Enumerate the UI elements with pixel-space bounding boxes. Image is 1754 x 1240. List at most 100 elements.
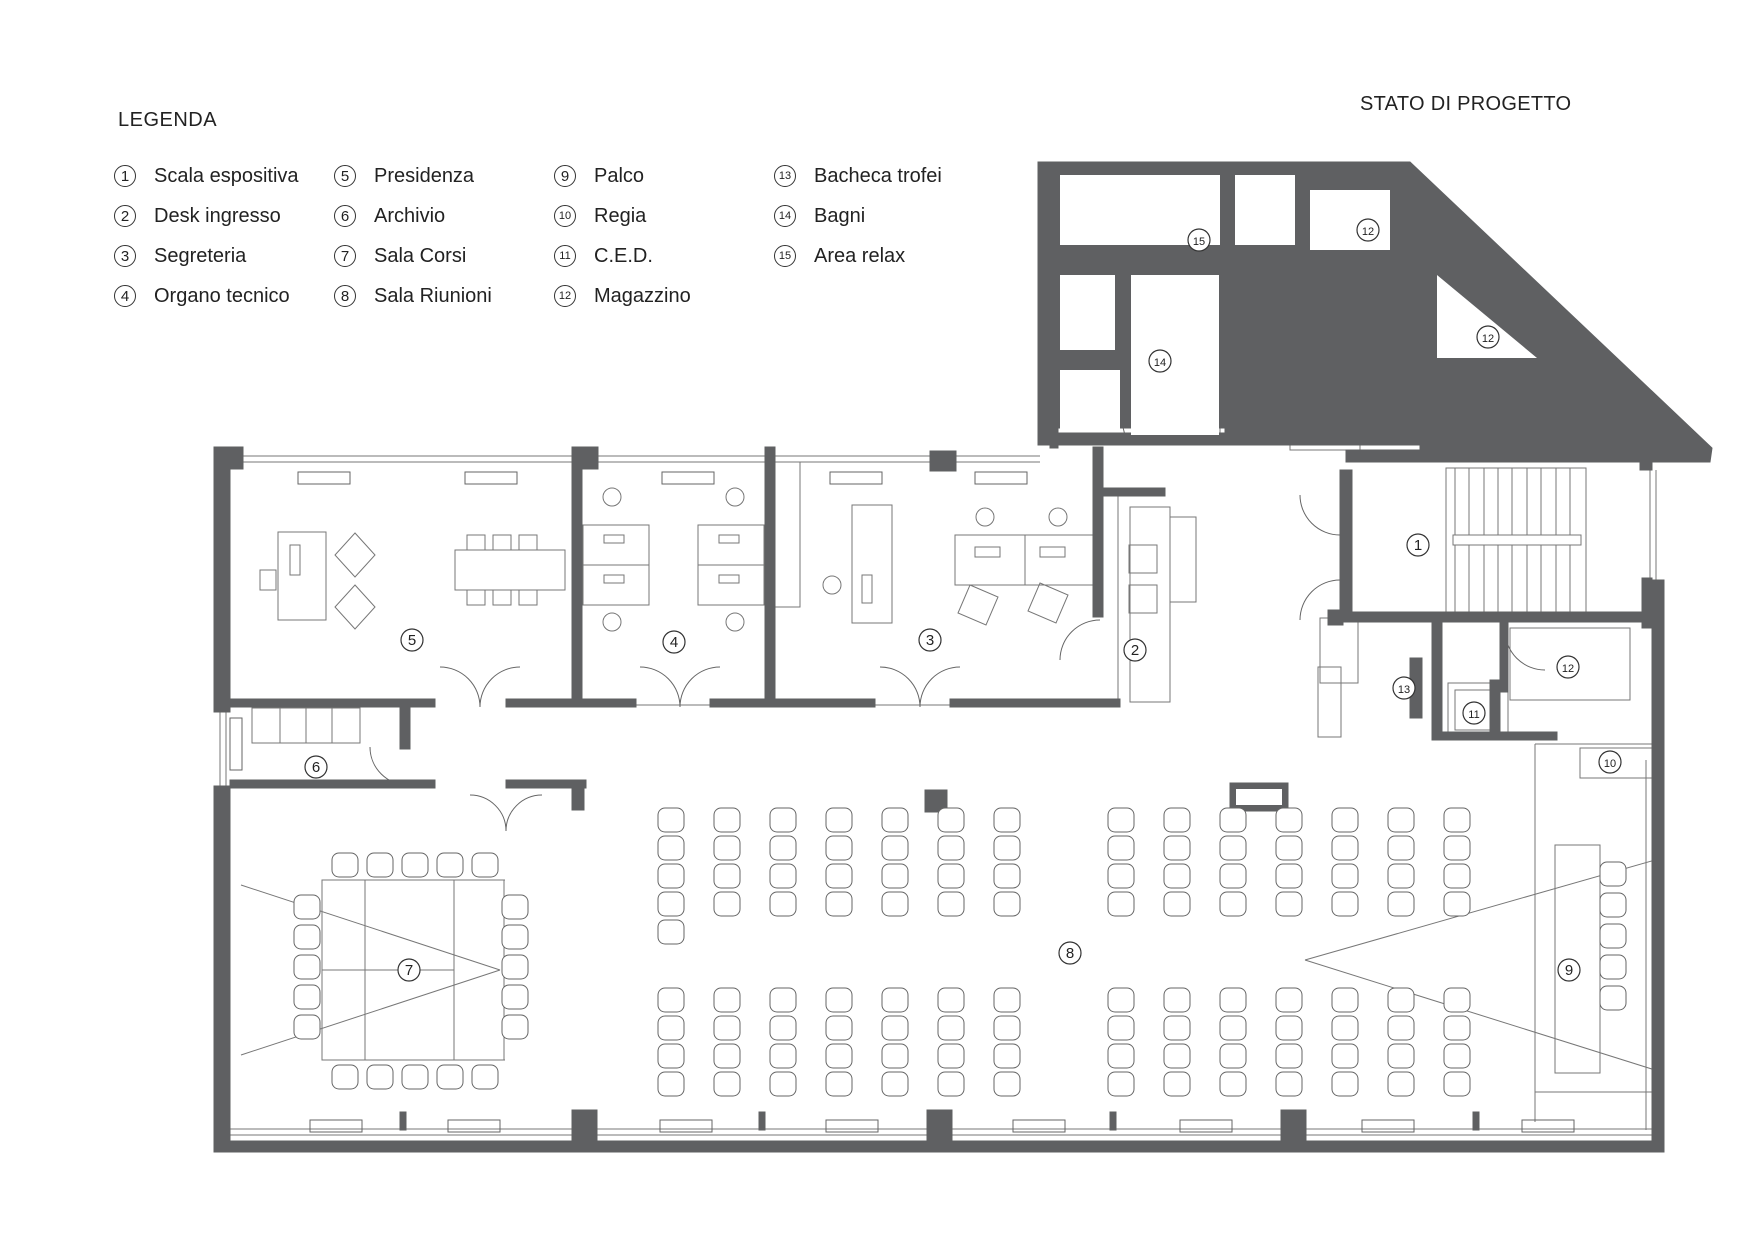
audience-seat — [1387, 835, 1415, 861]
audience-seat — [1443, 1071, 1471, 1097]
audience-seat — [1163, 807, 1191, 833]
audience-seat — [1331, 807, 1359, 833]
audience-seat — [937, 1015, 965, 1041]
audience-seat — [1219, 807, 1247, 833]
room-marker: 2 — [1123, 638, 1147, 662]
classroom-chair — [331, 852, 359, 878]
audience-seat — [1275, 835, 1303, 861]
audience-seat — [1219, 987, 1247, 1013]
legend-title: LEGENDA — [118, 109, 218, 131]
room-marker: 13 — [1392, 676, 1416, 700]
room-number: 7 — [405, 962, 413, 979]
audience-seat — [1275, 891, 1303, 917]
audience-seat — [657, 863, 685, 889]
audience-seat — [993, 863, 1021, 889]
room-marker: 1 — [1406, 533, 1430, 557]
classroom-chair — [331, 1064, 359, 1090]
audience-seat — [1331, 891, 1359, 917]
audience-seat — [1331, 1015, 1359, 1041]
audience-seat — [993, 807, 1021, 833]
audience-seat — [881, 835, 909, 861]
audience-seat — [1107, 835, 1135, 861]
audience-seat — [1443, 807, 1471, 833]
stage-step — [1599, 985, 1627, 1011]
room-marker: 4 — [662, 630, 686, 654]
audience-seat — [1219, 891, 1247, 917]
room-marker: 12 — [1356, 218, 1380, 242]
audience-seat — [1331, 835, 1359, 861]
audience-seat — [657, 1015, 685, 1041]
audience-seat — [713, 1043, 741, 1069]
audience-seat — [825, 835, 853, 861]
audience-seat — [1387, 1015, 1415, 1041]
audience-seat — [1163, 891, 1191, 917]
drawing-title: STATO DI PROGETTO — [1360, 93, 1572, 115]
audience-seat — [769, 807, 797, 833]
classroom-chair — [501, 954, 529, 980]
stage-step — [1599, 892, 1627, 918]
audience-seat — [1219, 1071, 1247, 1097]
audience-seat — [769, 987, 797, 1013]
audience-seat — [881, 863, 909, 889]
audience-seat — [937, 807, 965, 833]
room-marker: 10 — [1598, 750, 1622, 774]
room-number: 12 — [1362, 226, 1374, 238]
audience-seat — [1443, 1043, 1471, 1069]
room-number: 5 — [408, 632, 416, 649]
classroom-chair — [436, 1064, 464, 1090]
audience-seat — [1219, 863, 1247, 889]
audience-seat — [1107, 1015, 1135, 1041]
audience-seat — [769, 1015, 797, 1041]
audience-seat — [825, 807, 853, 833]
audience-seat — [1107, 1071, 1135, 1097]
classroom-chair — [401, 1064, 429, 1090]
audience-seat — [769, 863, 797, 889]
audience-seat — [825, 1071, 853, 1097]
room-marker: 12 — [1556, 655, 1580, 679]
audience-seat — [713, 987, 741, 1013]
room-marker: 9 — [1557, 958, 1581, 982]
audience-seat — [769, 1071, 797, 1097]
room-marker: 15 — [1187, 228, 1211, 252]
classroom-chair — [501, 894, 529, 920]
audience-seat — [1275, 1071, 1303, 1097]
audience-seat — [657, 919, 685, 945]
audience-seat — [825, 1043, 853, 1069]
room-number: 1 — [1414, 537, 1422, 554]
audience-seat — [657, 987, 685, 1013]
audience-seat — [1331, 987, 1359, 1013]
audience-seat — [657, 1043, 685, 1069]
audience-seat — [825, 863, 853, 889]
room-number: 8 — [1066, 945, 1074, 962]
audience-seat — [937, 891, 965, 917]
audience-seat — [1387, 987, 1415, 1013]
wall-openings — [592, 175, 1537, 806]
audience-seat — [825, 891, 853, 917]
classroom-chair — [293, 1014, 321, 1040]
classroom-chair — [293, 954, 321, 980]
stage-step — [1599, 923, 1627, 949]
stage-step — [1599, 954, 1627, 980]
audience-seat — [1443, 987, 1471, 1013]
audience-seat — [937, 1071, 965, 1097]
audience-seat — [1219, 1043, 1247, 1069]
classroom-chair — [501, 924, 529, 950]
audience-seat — [993, 1015, 1021, 1041]
audience-seat — [769, 835, 797, 861]
audience-seat — [1443, 1015, 1471, 1041]
audience-seat — [1163, 863, 1191, 889]
audience-seat — [1107, 863, 1135, 889]
audience-seat — [1163, 987, 1191, 1013]
audience-seat — [1107, 807, 1135, 833]
classroom-chair — [501, 984, 529, 1010]
audience-seat — [1163, 1015, 1191, 1041]
audience-seat — [993, 835, 1021, 861]
